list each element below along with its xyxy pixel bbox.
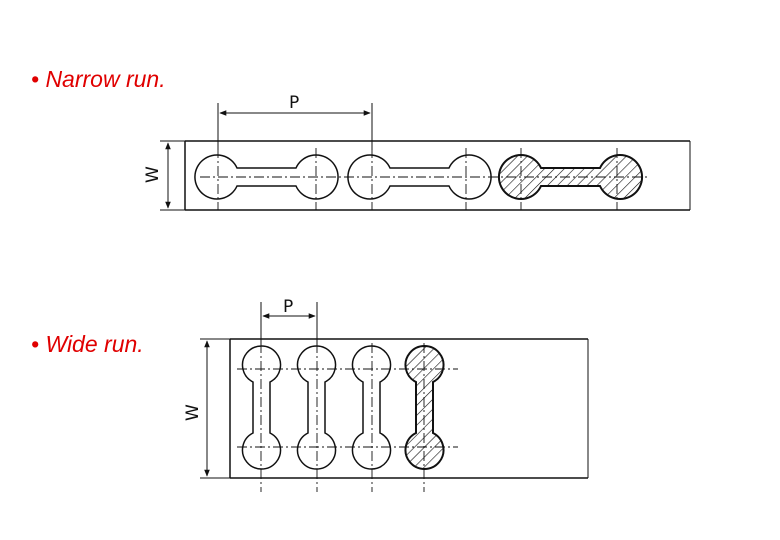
wide-slot-2 bbox=[296, 345, 337, 470]
wide-slot-1 bbox=[241, 345, 282, 470]
wide-width-dimension bbox=[200, 338, 231, 479]
narrow-slot-2 bbox=[347, 154, 492, 200]
wide-run-label: • Wide run. bbox=[31, 331, 144, 357]
wide-strip bbox=[229, 338, 589, 479]
narrow-run-label: • Narrow run. bbox=[31, 66, 166, 92]
wide-center-lines bbox=[237, 343, 458, 492]
narrow-width-dimension bbox=[160, 140, 186, 211]
wide-pitch-dimension bbox=[260, 302, 318, 345]
narrow-pitch-dimension bbox=[217, 103, 373, 150]
narrow-strip bbox=[184, 140, 691, 211]
narrow-slot-3-hatched bbox=[498, 154, 643, 200]
wide-slot-3 bbox=[351, 345, 392, 470]
narrow-width-label: W bbox=[143, 166, 163, 183]
narrow-run-diagram: P W bbox=[143, 93, 691, 211]
wide-slot-4-hatched bbox=[404, 345, 445, 470]
wide-run-diagram: P W bbox=[183, 297, 589, 492]
wide-width-label: W bbox=[183, 404, 203, 421]
narrow-center-lines bbox=[200, 148, 650, 210]
narrow-pitch-label: P bbox=[289, 93, 299, 113]
wide-pitch-label: P bbox=[283, 297, 293, 317]
narrow-slot-1 bbox=[194, 154, 339, 200]
